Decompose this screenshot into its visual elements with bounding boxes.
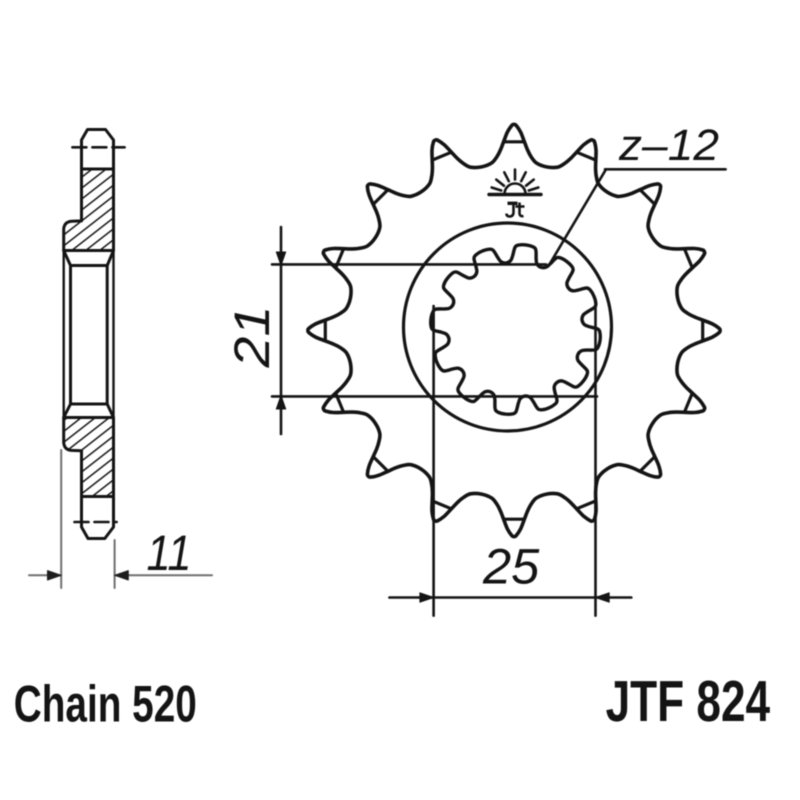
- svg-text:21: 21: [224, 306, 280, 369]
- svg-text:z–12: z–12: [618, 121, 719, 170]
- svg-text:25: 25: [482, 539, 539, 595]
- svg-text:JTF 824: JTF 824: [606, 669, 771, 734]
- svg-text:Chain 520: Chain 520: [14, 675, 197, 733]
- svg-text:11: 11: [147, 525, 192, 581]
